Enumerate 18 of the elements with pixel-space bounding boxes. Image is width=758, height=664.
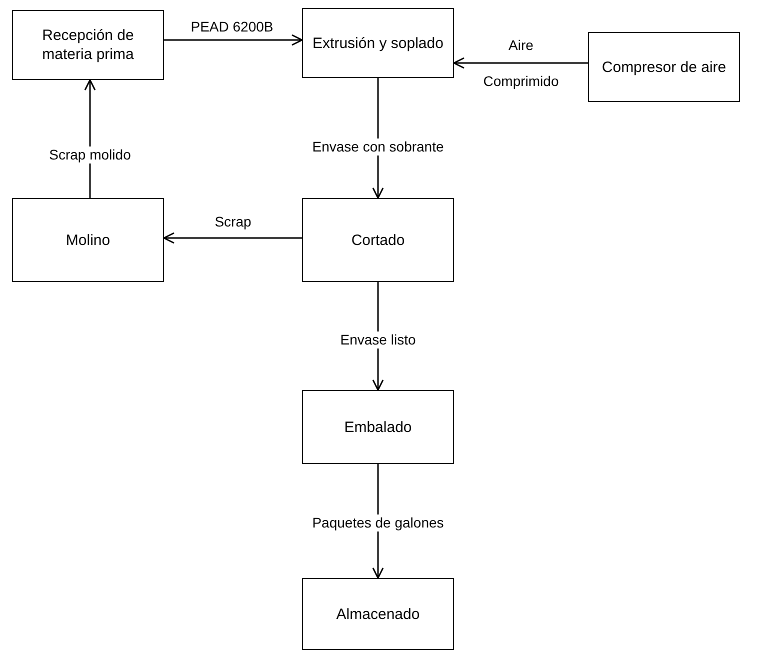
box-label: Extrusión y soplado <box>312 34 444 52</box>
process-box <box>302 198 454 282</box>
box-label: Cortado <box>351 230 405 250</box>
arrow <box>164 34 303 46</box>
box-label: Almacenado <box>336 604 420 624</box>
box-label: Embalado <box>344 418 412 436</box>
process-box <box>302 578 454 650</box>
process-box <box>12 198 164 282</box>
process-box <box>588 32 740 102</box>
box-label: Recepción de materia prima <box>41 26 135 64</box>
edge-label: Aire Comprimido <box>482 36 560 91</box>
process-box <box>12 10 164 80</box>
process-box <box>302 8 454 78</box>
process-box <box>302 390 454 464</box>
box-label: Compresor de aire <box>602 58 726 76</box>
arrow <box>163 232 302 244</box>
arrow <box>453 57 588 69</box>
box-label: Molino <box>66 230 110 250</box>
